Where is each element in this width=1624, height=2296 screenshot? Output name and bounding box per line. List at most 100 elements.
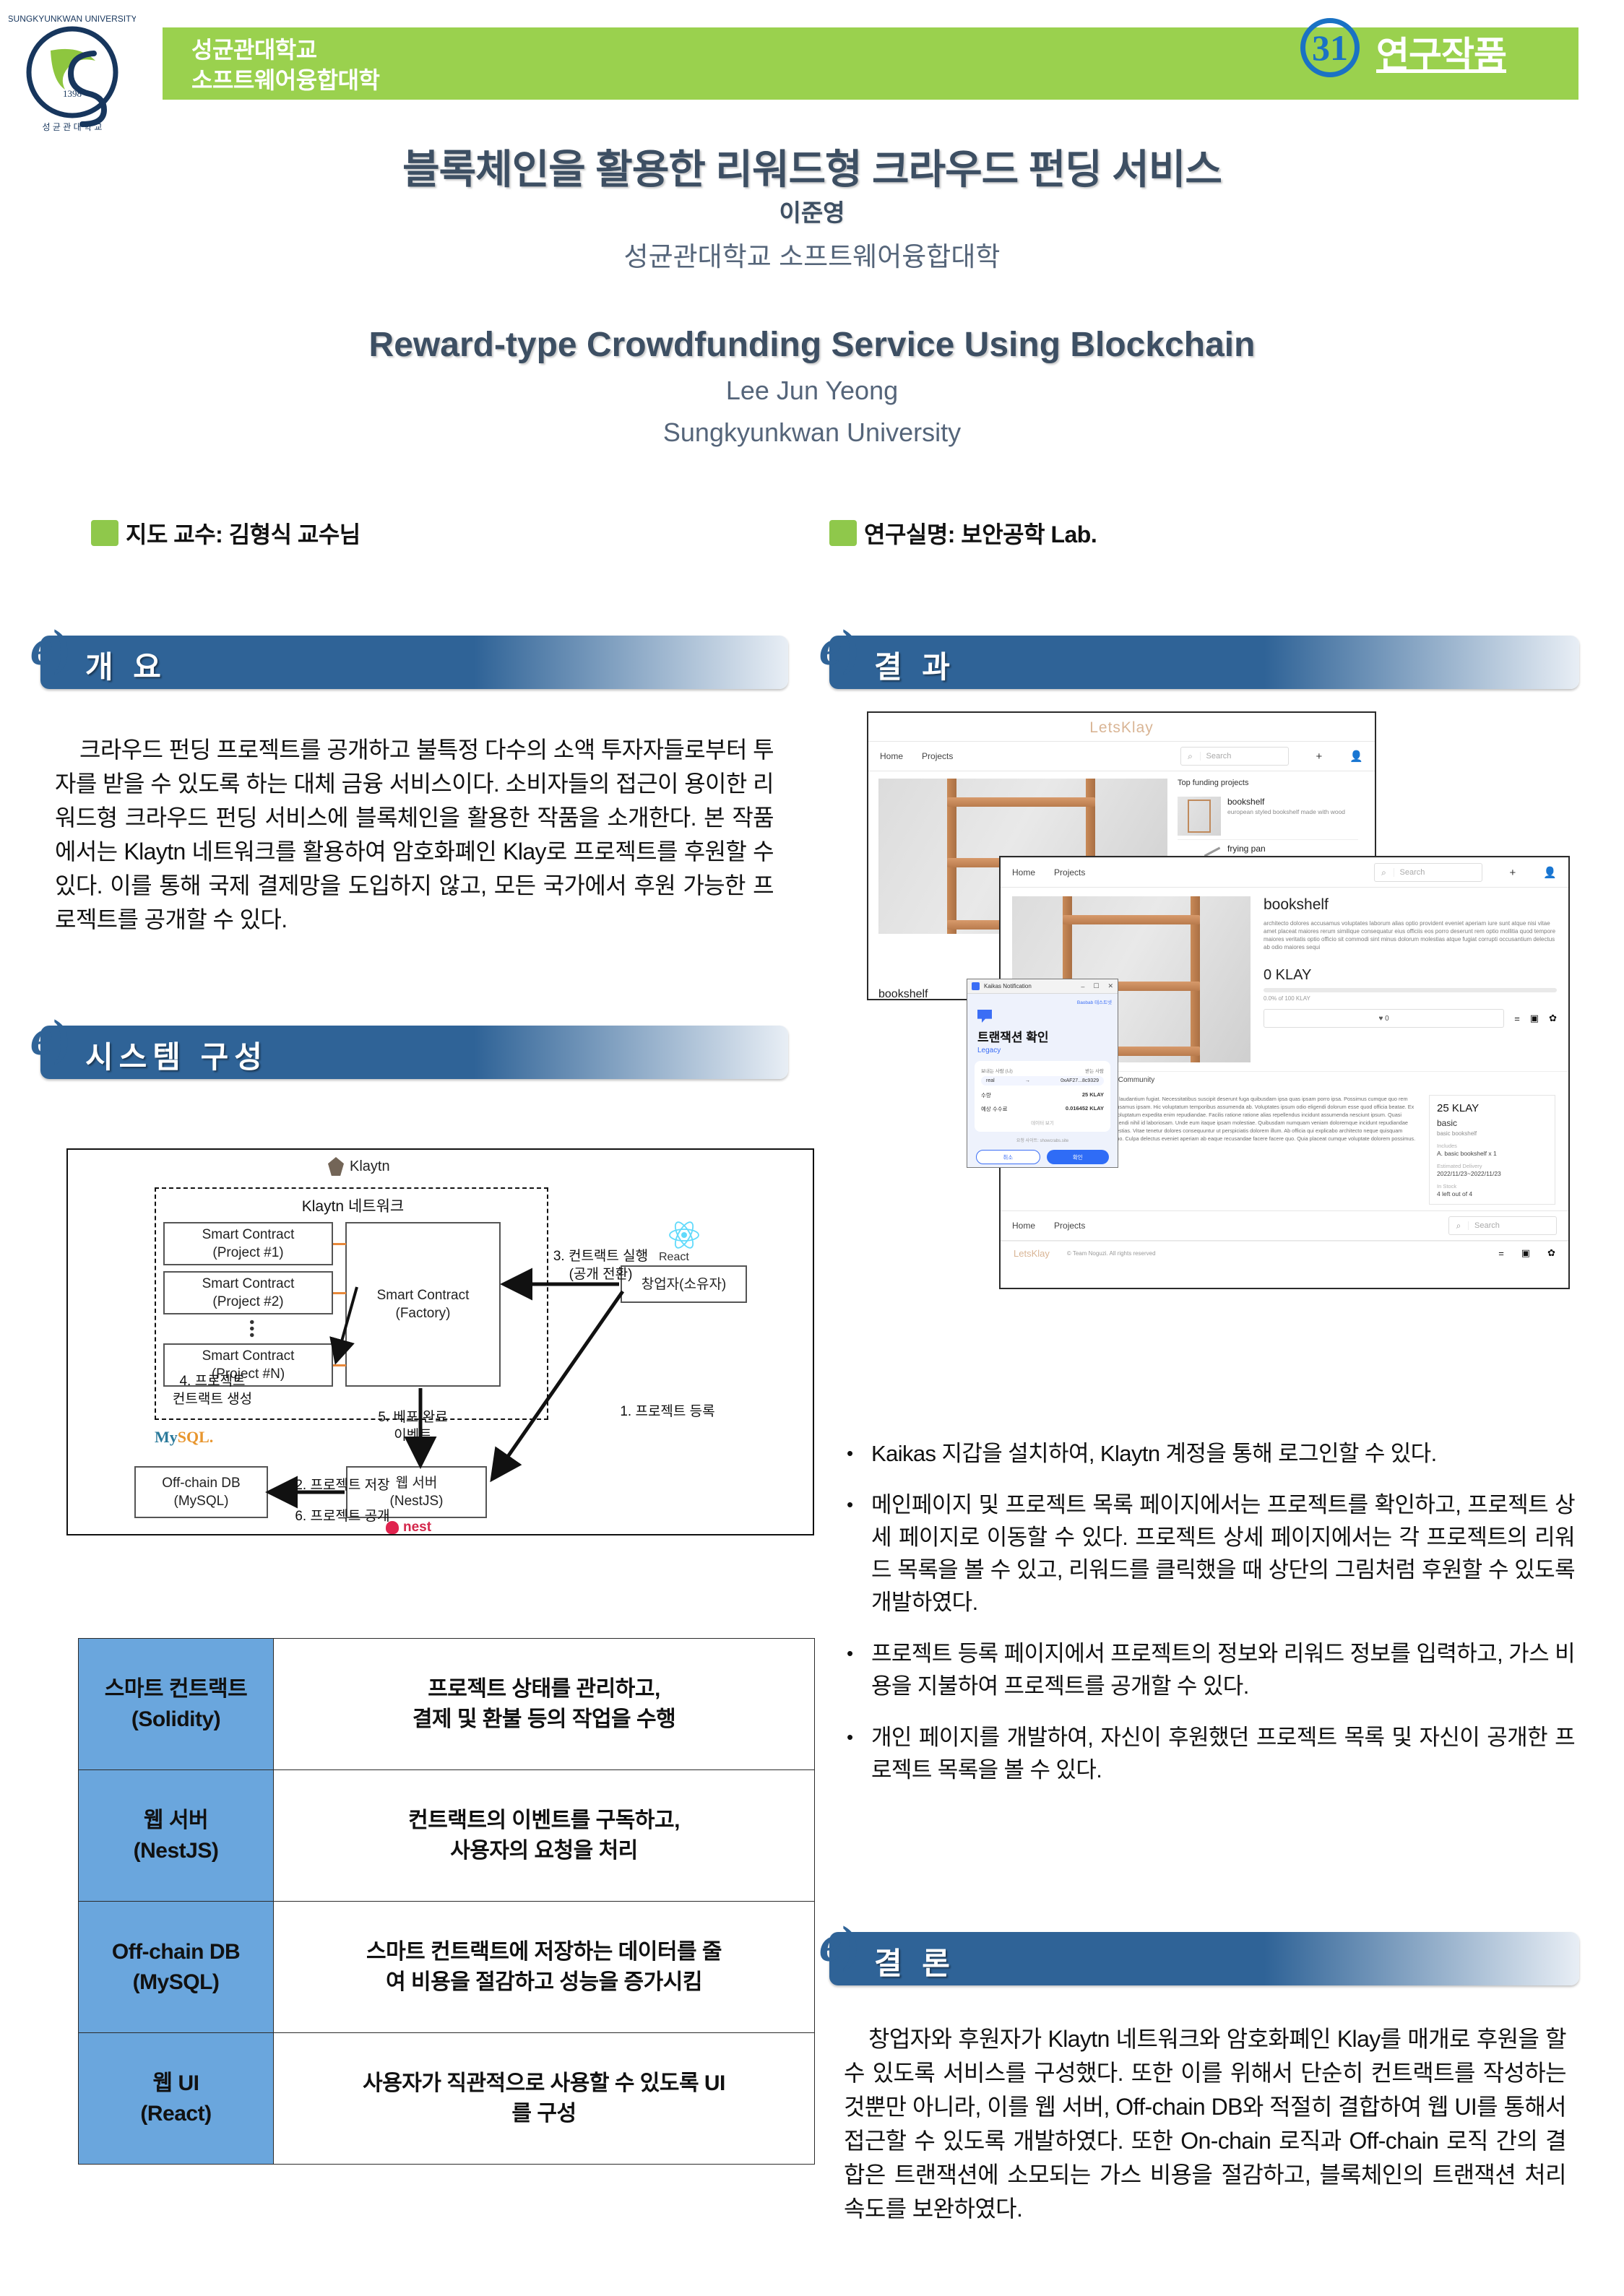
reward-delivery-label: Estimated Delivery (1437, 1163, 1482, 1169)
section-title-conclusion: 결 론 (874, 1946, 956, 1980)
nav-projects-link[interactable]: Projects (922, 751, 954, 761)
header-university-name: 성균관대학교 (191, 37, 317, 63)
add-project-icon[interactable]: + (1509, 866, 1516, 879)
flow-step-4-line2: 컨트랙트 생성 (172, 1392, 253, 1407)
to-label: 받는 사람 (1085, 1069, 1104, 1074)
footer-projects-link[interactable]: Projects (1054, 1221, 1086, 1231)
reward-desc: basic bookshelf (1437, 1130, 1477, 1137)
project-name: bookshelf (1227, 797, 1265, 807)
footer-search-input[interactable]: ⌕ Search (1448, 1216, 1557, 1235)
table-cell-description: 스마트 컨트랙트에 저장하는 데이터를 줄 여 비용을 절감하고 성능을 증가시… (273, 1901, 815, 2033)
node-sublabel: (Project #N) (211, 1366, 285, 1382)
table-row: Off-chain DB (MySQL) 스마트 컨트랙트에 저장하는 데이터를… (78, 1901, 815, 2033)
node-sublabel: (Project #2) (212, 1294, 284, 1309)
cancel-button[interactable]: 취소 (976, 1150, 1040, 1164)
node-label: Smart Contract (202, 1276, 295, 1291)
detail-description-text: Quo sint sit porro libero nisi eos. Fugi… (1014, 1096, 1416, 1142)
instagram-icon[interactable]: ▣ (1529, 1013, 1539, 1023)
heart-icon: ♥ (1378, 1014, 1383, 1023)
section-header-system: e 시스템 구성 (30, 1010, 788, 1079)
reward-card[interactable]: 25 KLAY basic basic bookshelf Includes A… (1429, 1095, 1555, 1205)
tab-community[interactable]: Community (1118, 1076, 1155, 1084)
instagram-icon[interactable]: ▣ (1521, 1247, 1531, 1258)
result-screenshots: LetsKlay Home Projects ⌕ Search + 👤 (844, 711, 1573, 1405)
node-label: Smart Contract (202, 1348, 295, 1364)
featured-caption: bookshelf european styled bookshelf made… (868, 988, 1375, 999)
klaytn-brand-label: Klaytn (350, 1158, 390, 1174)
dialog-title: Kaikas Notification (984, 983, 1032, 989)
detail-funded-amount: 0 KLAY (1264, 967, 1312, 983)
kaikas-app-icon (972, 982, 980, 990)
table-row: 스마트 컨트랙트 (Solidity) 프로젝트 상태를 관리하고, 결제 및 … (78, 1638, 815, 1770)
bullet-text: 개인 페이지를 개발하여, 자신이 후원했던 프로젝트 목록 및 자신이 공개한… (871, 1725, 1576, 1782)
list-item[interactable]: bookshelf european styled bookshelf made… (1178, 793, 1358, 840)
close-icon[interactable]: ✕ (1107, 982, 1113, 989)
lab-item: 연구실명: 보안공학 Lab. (829, 516, 1097, 550)
nav-home-link[interactable]: Home (880, 751, 904, 761)
detail-project-title: bookshelf (1264, 896, 1329, 913)
bullet-text: Kaikas 지갑을 설치하여, Klaytn 계정을 통해 로그인할 수 있다… (871, 1441, 1437, 1466)
table-cell-component: Off-chain DB (MySQL) (78, 1901, 274, 2033)
section-title-system: 시스템 구성 (85, 1040, 268, 1074)
description-line: 프로젝트 상태를 관리하고, (428, 1676, 660, 1701)
footer-home-link[interactable]: Home (1012, 1221, 1036, 1231)
klaytn-network-label: Klaytn 네트워크 (301, 1198, 405, 1215)
nav-home-link[interactable]: Home (1012, 867, 1036, 878)
search-input[interactable]: ⌕ Search (1373, 863, 1482, 882)
detail-lower: Quo sint sit porro libero nisi eos. Fugi… (1001, 1089, 1568, 1210)
header-university-block: 성균관대학교 소프트웨어융합대학 (191, 35, 380, 95)
section-header-result: e 결 과 (819, 620, 1579, 689)
nest-label: nest (403, 1520, 432, 1535)
facebook-icon[interactable]: = (1498, 1247, 1504, 1259)
flow-step-4-line1: 4. 프로젝트 (179, 1374, 246, 1389)
search-placeholder: Search (1199, 752, 1231, 761)
node-sublabel: (Factory) (395, 1306, 451, 1321)
klaytn-brand: Klaytn (328, 1157, 390, 1176)
confirm-button[interactable]: 확인 (1046, 1150, 1109, 1164)
component-tech: (NestJS) (133, 1838, 219, 1863)
web-server-node: 웹 서버 (NestJS) (346, 1466, 487, 1518)
poster-affiliation-korean: 성균관대학교 소프트웨어융합대학 (623, 242, 1001, 272)
maximize-icon[interactable]: ☐ (1093, 982, 1100, 989)
e-logo-icon: e (30, 1010, 69, 1067)
section-title-overview: 개 요 (85, 650, 167, 684)
mysql-my-text: My (155, 1428, 178, 1446)
table-row: 웹 UI (React) 사용자가 직관적으로 사용할 수 있도록 UI 를 구… (78, 2032, 815, 2165)
flow-step-6-label: 6. 프로젝트 공개 (295, 1509, 390, 1524)
poster-author-korean: 이준영 (779, 199, 845, 226)
poster-author-english: Lee Jun Yeong (725, 376, 899, 405)
flow-step-3-label: 3. 컨트랙트 실행 (공개 전환) (537, 1247, 664, 1283)
table-cell-description: 사용자가 직관적으로 사용할 수 있도록 UI 를 구성 (273, 2032, 815, 2165)
kaikas-notification-dialog: Kaikas Notification – ☐ ✕ Baobab 테스트넷 트랜… (967, 979, 1118, 1168)
component-tech: (MySQL) (132, 1970, 220, 1994)
like-button[interactable]: ♥ 0 (1264, 1009, 1505, 1028)
main-navbar: Home Projects ⌕ Search + 👤 (868, 741, 1375, 771)
overview-paragraph: 크라우드 펀딩 프로젝트를 공개하고 불특정 다수의 소액 투자자들로부터 투자… (55, 737, 774, 932)
twitter-icon[interactable]: ✿ (1549, 1013, 1557, 1023)
user-account-icon[interactable]: 👤 (1349, 750, 1363, 763)
twitter-icon[interactable]: ✿ (1547, 1247, 1555, 1258)
add-project-icon[interactable]: + (1316, 750, 1323, 763)
search-input[interactable]: ⌕ Search (1180, 747, 1289, 766)
footer-brand: LetsKlay (1014, 1247, 1050, 1259)
reward-stock-label: In Stock (1437, 1183, 1457, 1190)
fee-label: 예상 수수료 (981, 1106, 1008, 1112)
footer-navbar: Home Projects ⌕ Search (1001, 1210, 1568, 1241)
node-label: 창업자(소유자) (641, 1276, 727, 1292)
lab-label: 연구실명: 보안공학 Lab. (864, 521, 1097, 547)
nav-projects-link[interactable]: Projects (1054, 867, 1086, 878)
top-funding-title: Top funding projects (1178, 779, 1249, 787)
minimize-icon[interactable]: – (1081, 982, 1085, 990)
facebook-icon[interactable]: = (1514, 1013, 1520, 1024)
flow-step-4-label: 4. 프로젝트 컨트랙트 생성 (155, 1372, 270, 1408)
svg-text:성 균 관 대 학 교: 성 균 관 대 학 교 (43, 122, 103, 132)
section-title-result: 결 과 (874, 650, 956, 684)
flow-step-1-label: 1. 프로젝트 등록 (620, 1404, 715, 1419)
node-sublabel: (MySQL) (173, 1494, 229, 1509)
reward-includes-value: A. basic bookshelf x 1 (1437, 1150, 1497, 1157)
description-line: 사용자가 직관적으로 사용할 수 있도록 UI (363, 2071, 725, 2095)
user-account-icon[interactable]: 👤 (1543, 867, 1557, 879)
conclusion-paragraph: 창업자와 후원자가 Klaytn 네트워크와 암호화폐인 Klay를 매개로 후… (844, 2026, 1567, 2222)
view-data-link[interactable]: 데이터 보기 (1031, 1121, 1054, 1126)
connector-line (333, 1243, 346, 1245)
